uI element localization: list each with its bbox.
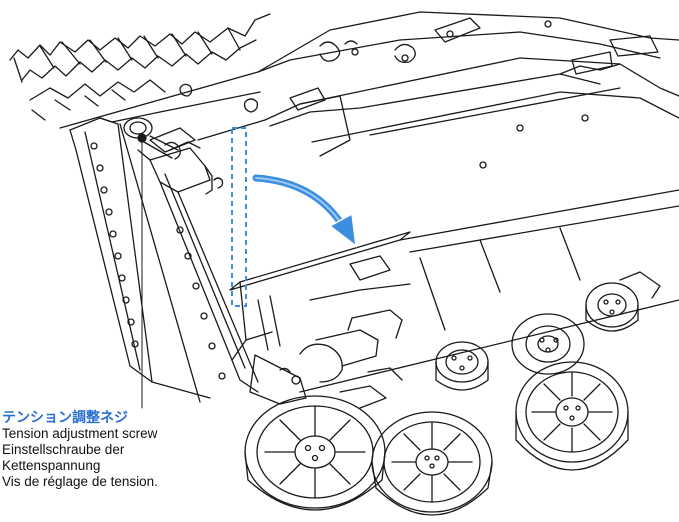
- idler-bracket: [137, 119, 266, 393]
- track-links: [9, 13, 271, 121]
- road-wheel-right: [515, 361, 629, 471]
- road-wheel-middle: [371, 411, 493, 516]
- callout-label-japanese: テンション調整ネジ: [2, 410, 128, 426]
- tension-screw-callout: テンション調整ネジ Tension adjustment screw Einst…: [2, 410, 158, 490]
- callout-label-german-1: Einstellschraube der: [2, 442, 125, 457]
- curved-arrow-icon: [250, 172, 357, 248]
- tension-screw-icon: [123, 117, 181, 160]
- road-wheel-front: [244, 395, 386, 511]
- callout-label-german-2: Kettenspannung: [2, 458, 101, 473]
- suspension-units: [249, 309, 403, 409]
- lower-hull: [229, 189, 679, 393]
- callout-label-french: Vis de réglage de tension.: [2, 474, 158, 489]
- hull-top-plate: [59, 11, 679, 169]
- tension-gap-marker: [231, 127, 247, 307]
- hull-side-plate: [69, 91, 261, 403]
- return-rollers: [179, 17, 481, 113]
- road-wheel-hubs: [435, 271, 661, 391]
- callout-label-english: Tension adjustment screw: [2, 426, 158, 441]
